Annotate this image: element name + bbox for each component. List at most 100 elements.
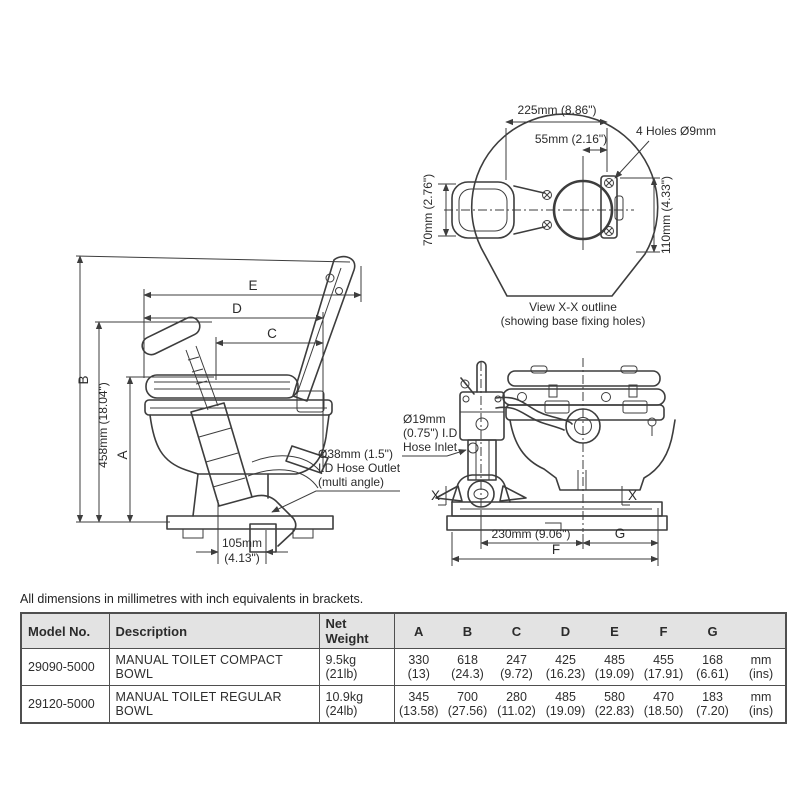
hinge-post bbox=[548, 384, 558, 398]
bowl-body bbox=[149, 414, 330, 475]
col-header-a: A bbox=[394, 612, 443, 649]
seat-clamp bbox=[622, 400, 648, 414]
bowl-boss-outer bbox=[565, 408, 601, 444]
view-caption-line1: View X-X outline bbox=[529, 300, 617, 314]
cell-net-weight: 10.9kg(24lb) bbox=[318, 685, 395, 724]
dim-ext-70 bbox=[438, 183, 456, 237]
cell-a: 345(13.58) bbox=[394, 685, 443, 724]
cell-a: 330(13) bbox=[394, 648, 443, 686]
dim-label-110: 110mm (4.33") bbox=[659, 176, 673, 254]
pump-barrel bbox=[467, 439, 497, 481]
bowl-center-ticks bbox=[577, 470, 587, 490]
dim-label-230: 230mm (9.06") bbox=[492, 527, 571, 541]
cell-d: 425(16.23) bbox=[541, 648, 590, 686]
wing-nut-hub bbox=[467, 480, 495, 508]
dim-label-A: A bbox=[115, 450, 130, 459]
base-feet bbox=[182, 529, 314, 539]
centerlines bbox=[480, 358, 584, 532]
dim-ext-110 bbox=[620, 177, 660, 253]
table-header-row: Model No. Description Net Weight A B C D… bbox=[20, 612, 786, 649]
hinge-post bbox=[628, 384, 638, 398]
handle-bracket bbox=[513, 185, 545, 235]
col-header-description: Description bbox=[108, 612, 320, 649]
seat bbox=[145, 374, 299, 399]
pump-handle-outline bbox=[451, 181, 515, 239]
outlet-stub bbox=[249, 523, 277, 553]
rim-front bbox=[505, 404, 665, 421]
outlet-pipe-curve bbox=[247, 455, 323, 489]
plate-tab bbox=[614, 195, 624, 221]
outlet-label-line3: (multi angle) bbox=[318, 475, 384, 489]
bowl-front bbox=[509, 419, 676, 491]
outlet-label-line1: Ø38mm (1.5") bbox=[318, 447, 393, 461]
cell-model: 29120-5000 bbox=[20, 685, 110, 724]
col-header-f: F bbox=[639, 612, 688, 649]
pump-screw-icon bbox=[494, 395, 502, 403]
pump-screw-icon bbox=[462, 395, 470, 403]
table-row: 29090-5000 MANUAL TOILET COMPACT BOWL 9.… bbox=[20, 648, 786, 686]
col-header-b: B bbox=[443, 612, 492, 649]
inlet-label-line2: (0.75") I.D bbox=[403, 426, 458, 440]
lid-front bbox=[507, 370, 661, 387]
dim-label-55: 55mm (2.16") bbox=[535, 132, 607, 146]
fixing-hole-icon bbox=[604, 226, 614, 236]
cell-b: 618(24.3) bbox=[443, 648, 492, 686]
dim-label-D: D bbox=[232, 301, 242, 316]
inlet-label-line1: Ø19mm bbox=[403, 412, 446, 426]
col-header-net-weight: Net Weight bbox=[318, 612, 395, 649]
base-lower bbox=[446, 515, 668, 531]
cell-c: 247(9.72) bbox=[492, 648, 541, 686]
cell-units: mm(ins) bbox=[737, 648, 786, 686]
outlet-leader bbox=[271, 490, 400, 513]
cell-d: 485(19.09) bbox=[541, 685, 590, 724]
section-mark-left bbox=[438, 486, 447, 506]
inlet-pipe-top bbox=[495, 396, 573, 425]
dim-label-225: 225mm (8.86") bbox=[518, 103, 597, 117]
lid-bumper bbox=[530, 365, 548, 374]
wing-nut-hub-inner bbox=[473, 488, 489, 500]
dim-label-70: 70mm (2.76") bbox=[421, 174, 435, 246]
cell-g: 183(7.20) bbox=[688, 685, 737, 724]
cell-f: 470(18.50) bbox=[639, 685, 688, 724]
fixing-plate bbox=[600, 175, 618, 239]
col-header-c: C bbox=[492, 612, 541, 649]
col-header-g: G bbox=[688, 612, 737, 649]
bracket-screw-cross bbox=[543, 221, 551, 229]
pump-rod bbox=[476, 360, 487, 393]
wing-nut bbox=[435, 485, 527, 502]
bracket-screw-cross bbox=[543, 191, 551, 199]
section-x-right: X bbox=[628, 488, 637, 503]
col-header-model: Model No. bbox=[20, 612, 110, 649]
drawing-canvas: 225mm (8.86") 55mm (2.16") 4 Holes Ø9mm … bbox=[75, 103, 716, 566]
dim-label-E: E bbox=[248, 278, 257, 293]
pump-t-handle bbox=[141, 316, 201, 356]
cell-description: MANUAL TOILET COMPACT BOWL bbox=[108, 648, 320, 686]
dim-ext-B bbox=[75, 255, 351, 523]
seat-pin bbox=[601, 392, 611, 402]
fixing-hole-icon bbox=[604, 178, 614, 188]
pedestal bbox=[192, 473, 269, 517]
bracket-screw-icon bbox=[542, 220, 552, 230]
inlet-label-line3: Hose Inlet bbox=[403, 440, 458, 454]
col-header-e: E bbox=[590, 612, 639, 649]
pump-port bbox=[475, 417, 489, 431]
cell-f: 455(17.91) bbox=[639, 648, 688, 686]
lid-hinge-pin bbox=[335, 287, 343, 295]
cell-b: 700(27.56) bbox=[443, 685, 492, 724]
inlet-leader bbox=[402, 449, 467, 457]
fixing-hole-cross bbox=[605, 179, 613, 187]
dim-label-458: 458mm (18.04") bbox=[96, 382, 110, 468]
cell-g: 168(6.61) bbox=[688, 648, 737, 686]
holes-leader bbox=[614, 140, 650, 179]
cell-units: mm(ins) bbox=[737, 685, 786, 724]
lid-inner-line bbox=[296, 267, 342, 395]
table-row: 29120-5000 MANUAL TOILET REGULAR BOWL 10… bbox=[20, 685, 786, 724]
dim-label-105-line1: 105mm bbox=[222, 536, 262, 550]
dimensions-note: All dimensions in millimetres with inch … bbox=[20, 592, 364, 606]
pump-head bbox=[459, 391, 505, 441]
seat-clamp bbox=[544, 400, 570, 414]
clamp-pivot bbox=[460, 379, 470, 389]
bracket-screw-icon bbox=[542, 190, 552, 200]
spec-table: Model No. Description Net Weight A B C D… bbox=[20, 612, 787, 724]
base-details bbox=[460, 508, 652, 530]
